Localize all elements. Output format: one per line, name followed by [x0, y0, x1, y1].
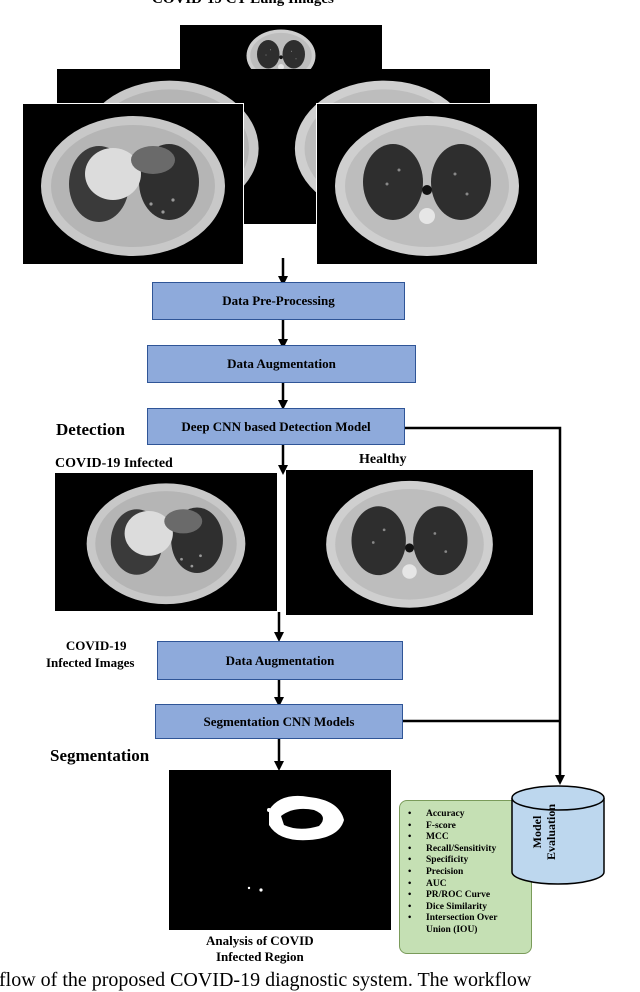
segmentation-models-box: Segmentation CNN Models [155, 704, 403, 739]
augmentation-box-1: Data Augmentation [147, 345, 416, 383]
top-title: COVID-19 CT Lung Images [152, 0, 334, 8]
infected-images-label: COVID-19 Infected Images [46, 637, 134, 671]
evaluation-line1: Model [530, 815, 544, 849]
preprocessing-box: Data Pre-Processing [152, 282, 405, 320]
metric-item: Specificity [408, 855, 527, 867]
model-evaluation-label: Model Evaluation [530, 804, 558, 860]
metric-item: MCC [408, 832, 527, 844]
line-detection-to-evaluation [405, 426, 565, 785]
analysis-line2: Infected Region [215, 949, 304, 964]
detection-label: Detection [56, 420, 125, 439]
metric-item: PR/ROC Curve [408, 890, 527, 902]
segmentation-label: Segmentation [50, 746, 150, 765]
metric-item: Intersection Over [408, 913, 527, 925]
segmentation-mask-image [169, 770, 391, 930]
figure-caption: flow of the proposed COVID-19 diagnostic… [0, 969, 532, 991]
healthy-label: Healthy [359, 452, 407, 467]
detection-model-box: Deep CNN based Detection Model [147, 408, 405, 445]
analysis-label: Analysis of COVID Infected Region [206, 933, 314, 965]
metric-item: F-score [408, 821, 527, 833]
metrics-list: AccuracyF-scoreMCCRecall/SensitivitySpec… [404, 809, 527, 937]
metric-item: Dice Similarity [408, 902, 527, 914]
metric-item: Union (IOU) [426, 924, 478, 935]
model-evaluation-cylinder [511, 785, 605, 885]
infected-images-line2: Infected Images [46, 655, 135, 670]
metric-item: Accuracy [408, 809, 527, 821]
evaluation-line2: Evaluation [544, 803, 558, 860]
analysis-line1: Analysis of COVID [206, 933, 314, 948]
ct-image-healthy [286, 470, 533, 615]
infected-label: COVID-19 Infected [55, 456, 173, 471]
ct-image-covid-infected [55, 473, 277, 611]
ct-image-healthy-front [316, 103, 538, 265]
metric-item: AUC [408, 879, 527, 891]
infected-images-line1: COVID-19 [65, 638, 127, 653]
augmentation-box-2: Data Augmentation [157, 641, 403, 680]
metric-item: Precision [408, 867, 527, 879]
metric-item: Recall/Sensitivity [408, 844, 527, 856]
ct-image-infected-front [22, 103, 244, 265]
